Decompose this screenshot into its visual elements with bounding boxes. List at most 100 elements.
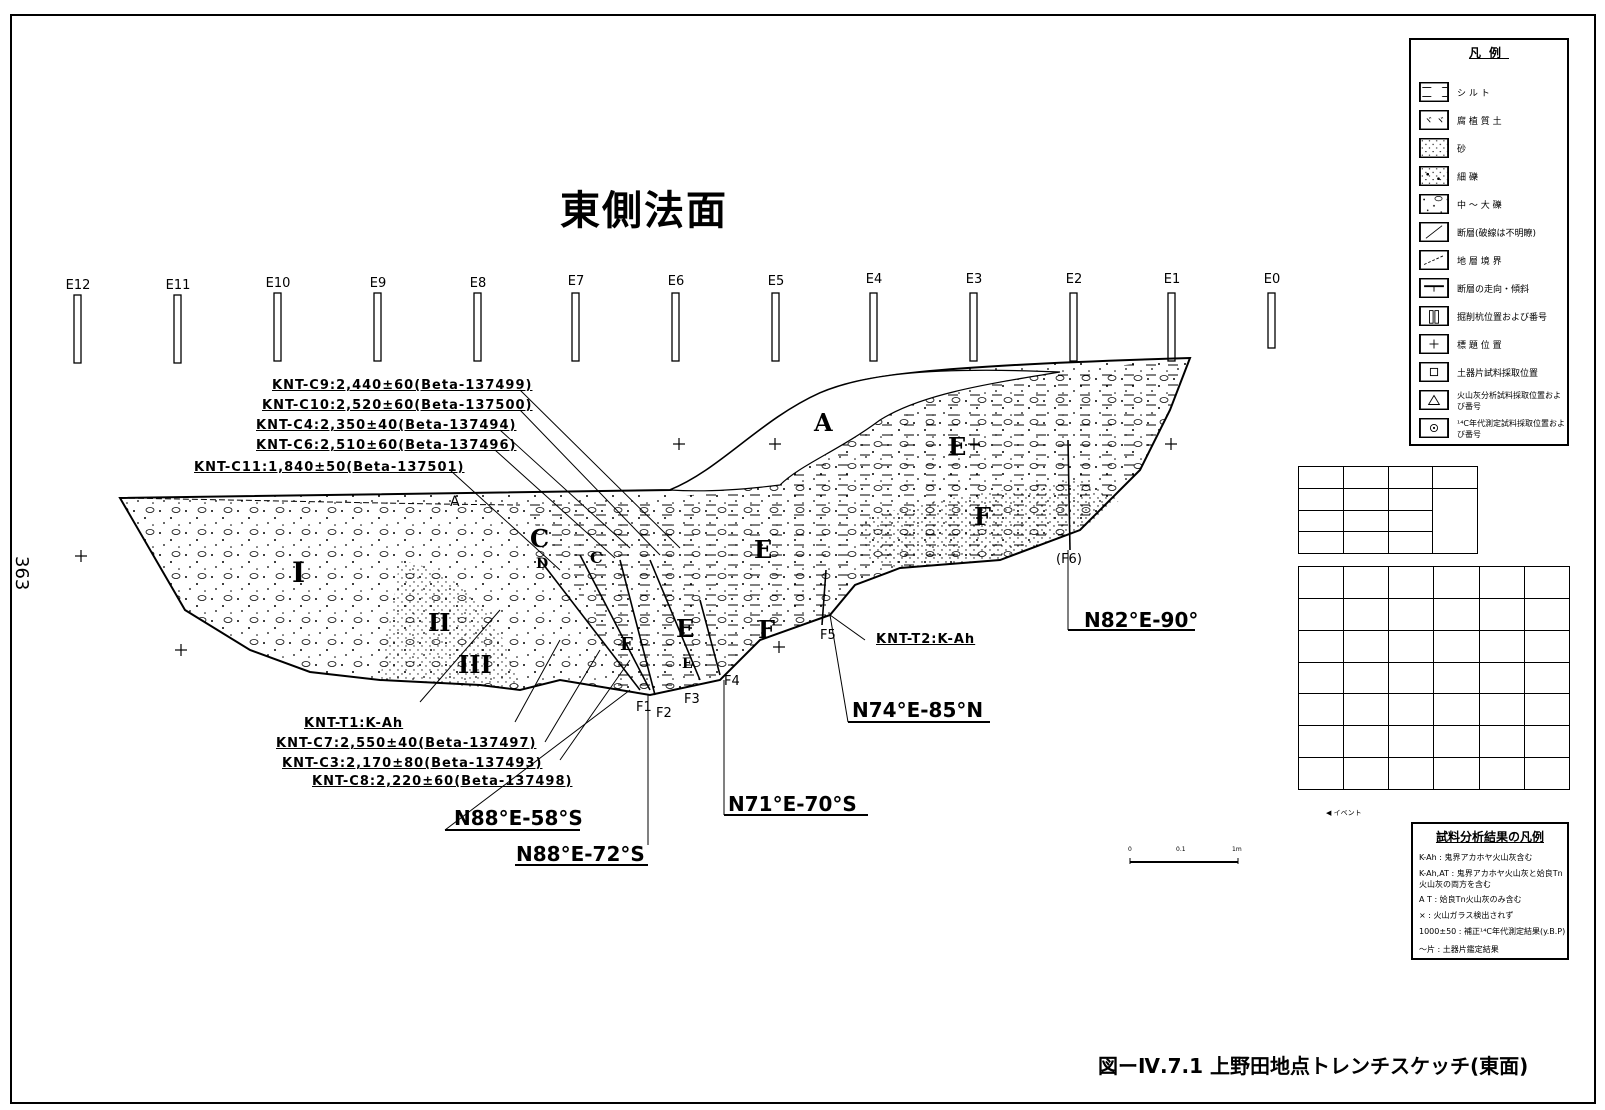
sample-label-c3: KNT-C3:2,170±80(Beta-137493) xyxy=(282,756,543,771)
legend-item: 土器片試料採取位置 xyxy=(1419,362,1565,384)
legend-item: シ ル ト xyxy=(1419,82,1565,104)
results-legend-box: 試料分析結果の凡例 K-Ah : 鬼界アカホヤ火山灰含む K-Ah,AT : 鬼… xyxy=(1411,822,1569,960)
legend-box: 凡例 シ ル ト ヾ ヾ 腐 植 質 土 砂 細 礫 中 ～ 大 礫 断層(破線… xyxy=(1409,38,1569,446)
coarse-gravel-pattern-icon xyxy=(1419,194,1449,214)
stratigraphy-table-small xyxy=(1298,466,1478,555)
results-legend-row: ～片 : 土器片鑑定結果 xyxy=(1419,945,1499,954)
stake-label: E2 xyxy=(1065,272,1083,287)
stake-columns xyxy=(73,292,1276,364)
square-icon xyxy=(1419,362,1449,382)
triangle-icon xyxy=(1419,390,1449,410)
unit-label-e: E xyxy=(682,656,693,672)
fault-label-f2: F2 xyxy=(656,706,672,721)
unit-label-iii: III xyxy=(458,650,492,679)
stake-label: E7 xyxy=(567,274,585,289)
fault-label-f1: F1 xyxy=(636,700,652,715)
fault-lines xyxy=(539,439,1071,696)
unit-label-d: D xyxy=(536,556,549,572)
fault-label-f3: F3 xyxy=(684,692,700,707)
stake-label: E10 xyxy=(265,276,291,291)
stake-label: E3 xyxy=(965,272,983,287)
results-legend-title: 試料分析結果の凡例 xyxy=(1435,830,1544,844)
sample-label-c4: KNT-C4:2,350±40(Beta-137494) xyxy=(256,418,517,433)
legend-title: 凡例 xyxy=(1468,46,1509,60)
stake-label: E4 xyxy=(865,272,883,287)
results-legend-row: K-Ah,AT : 鬼界アカホヤ火山灰と姶良Tn火山灰の両方を含む xyxy=(1419,869,1563,889)
results-legend-row: × : 火山ガラス検出されず xyxy=(1419,911,1514,920)
unit-e-silt xyxy=(520,358,1190,695)
results-legend-row: 1000±50 : 補正¹⁴C年代測定結果(y.B.P) xyxy=(1419,927,1566,936)
stake-label: E8 xyxy=(469,276,487,291)
unit-label-c: C xyxy=(590,548,603,567)
scale-bar xyxy=(1129,858,1239,864)
unit-label-i: I xyxy=(292,556,306,589)
results-legend-row: A T : 姶良Tn火山灰のみ含む xyxy=(1419,895,1522,904)
legend-item: 地 層 境 界 xyxy=(1419,250,1565,272)
sample-label-c10: KNT-C10:2,520±60(Beta-137500) xyxy=(262,398,533,413)
page-title: 東側法面 xyxy=(560,188,728,234)
legend-item: 断層の走向・傾斜 xyxy=(1419,278,1565,300)
results-legend-row: K-Ah : 鬼界アカホヤ火山灰含む xyxy=(1419,853,1533,862)
stake-label: E9 xyxy=(369,276,387,291)
sample-label-c7: KNT-C7:2,550±40(Beta-137497) xyxy=(276,736,537,751)
unit-f-sand xyxy=(860,480,1120,568)
unit-label-a: A xyxy=(814,408,833,437)
strike-dip-label: N82°E-90° xyxy=(1084,608,1199,632)
legend-item: ¹⁴C年代測定試料採取位置および番号 xyxy=(1419,418,1565,440)
scale-label: 0.1 xyxy=(1176,846,1186,853)
sample-label-c9: KNT-C9:2,440±60(Beta-137499) xyxy=(272,378,533,393)
legend-item: 中 ～ 大 礫 xyxy=(1419,194,1565,216)
strike-dip-label: N88°E-58°S xyxy=(454,806,583,830)
fault-label-f5: F5 xyxy=(820,628,836,643)
fine-gravel-pattern-icon xyxy=(1419,166,1449,186)
stratigraphy-table-large xyxy=(1297,566,1571,790)
legend-item: 砂 xyxy=(1419,138,1565,160)
legend-item: 標 題 位 置 xyxy=(1419,334,1565,356)
figure-caption: 図ーⅣ.7.1 上野田地点トレンチスケッチ(東面) xyxy=(1098,1054,1529,1078)
unit-label-ii: II xyxy=(428,608,451,637)
sand-pattern-icon xyxy=(1419,138,1449,158)
unit-label-a-small: A xyxy=(450,494,460,510)
svg-text:ヾ ヾ: ヾ ヾ xyxy=(1424,117,1445,127)
sample-label-c6: KNT-C6:2,510±60(Beta-137496) xyxy=(256,438,517,453)
stake-label: E1 xyxy=(1163,272,1181,287)
humic-soil-pattern-icon: ヾ ヾ xyxy=(1419,110,1449,130)
sample-leaders xyxy=(419,389,1069,845)
unit-label-f: F xyxy=(974,502,992,531)
stake-label: E12 xyxy=(65,278,91,293)
sample-label-t2: KNT-T2:K-Ah xyxy=(876,632,976,647)
figure-frame xyxy=(10,14,1596,1104)
stake-label: E11 xyxy=(165,278,191,293)
silt-pattern-icon xyxy=(1419,82,1449,102)
unit-label-e: E xyxy=(676,614,695,643)
unit-label-c: C xyxy=(530,524,550,553)
fault-strike-dip-icon xyxy=(1419,278,1449,298)
fault-label-f4: F4 xyxy=(724,674,740,689)
stake-icon xyxy=(1419,306,1449,326)
legend-item: 細 礫 xyxy=(1419,166,1565,188)
c14-circle-icon xyxy=(1419,418,1449,438)
sample-label-c11: KNT-C11:1,840±50(Beta-137501) xyxy=(194,460,465,475)
fault-line-icon xyxy=(1419,222,1449,242)
event-note: ◀ イベント xyxy=(1326,809,1362,817)
unit-label-e: E xyxy=(948,432,967,461)
layer-boundary-icon xyxy=(1419,250,1449,270)
legend-item: 掘削杭位置および番号 xyxy=(1419,306,1565,328)
survey-point-markers xyxy=(75,438,1177,656)
strike-dip-label: N71°E-70°S xyxy=(728,792,857,816)
sample-label-c8: KNT-C8:2,220±60(Beta-137498) xyxy=(312,774,573,789)
stake-label: E0 xyxy=(1263,272,1281,287)
unit-label-e: E xyxy=(754,535,773,564)
sample-label-t1: KNT-T1:K-Ah xyxy=(304,716,404,731)
legend-item: ヾ ヾ 腐 植 質 土 xyxy=(1419,110,1565,132)
unit-label-e: E xyxy=(620,634,634,655)
strike-dip-label: N88°E-72°S xyxy=(516,842,645,866)
stake-label: E6 xyxy=(667,274,685,289)
scale-label: 1m xyxy=(1232,846,1242,853)
strike-dip-label: N74°E-85°N xyxy=(852,698,984,722)
legend-item: 断層(破線は不明瞭) xyxy=(1419,222,1565,244)
legend-item: 火山灰分析試料採取位置および番号 xyxy=(1419,390,1565,412)
scale-label: 0 xyxy=(1128,846,1132,853)
survey-point-icon xyxy=(1419,334,1449,354)
